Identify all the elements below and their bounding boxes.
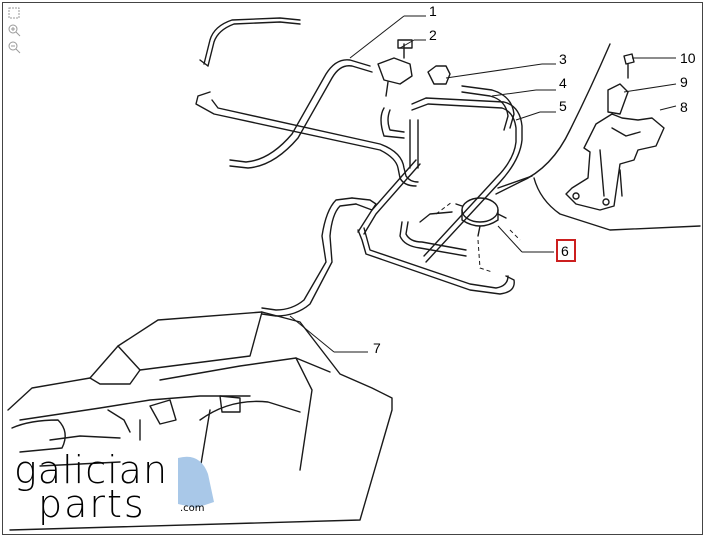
- hose-drawing: [7, 17, 701, 531]
- logo-accent-shape: [178, 456, 214, 508]
- hose-1: [229, 59, 371, 163]
- hose-main-long: [195, 91, 417, 187]
- callout-6[interactable]: 6: [561, 243, 569, 259]
- logo-line-1: galician: [14, 448, 169, 492]
- callout-10: 10: [680, 50, 696, 66]
- car-outline: [7, 311, 393, 531]
- hose-7: [261, 197, 353, 311]
- dashed-guides: [435, 201, 521, 273]
- galician-parts-logo: galician parts .com: [14, 448, 205, 526]
- callout-2: 2: [429, 27, 437, 43]
- pipe-4: [461, 91, 509, 131]
- zoom-toolbar: [6, 6, 26, 57]
- callout-4: 4: [559, 75, 567, 91]
- hose-top-left: [203, 17, 301, 65]
- clip-9: [607, 83, 629, 115]
- callout-8: 8: [680, 99, 688, 115]
- valve-2-body: [377, 57, 413, 85]
- leader-lines: [289, 15, 677, 353]
- logo-line-2: parts: [38, 482, 146, 526]
- callout-1: 1: [429, 3, 437, 19]
- callout-6-highlight: [556, 239, 576, 262]
- callout-3: 3: [559, 51, 567, 67]
- hose-lower-right: [357, 229, 515, 295]
- bracket-8: [565, 113, 665, 211]
- clip-3: [427, 65, 451, 85]
- callout-9: 9: [680, 74, 688, 90]
- t-connector: [409, 119, 419, 169]
- callout-5: 5: [559, 98, 567, 114]
- zoom-out-icon[interactable]: [6, 40, 22, 54]
- hose-top-left-inner: [207, 21, 301, 67]
- fit-screen-icon[interactable]: [6, 6, 22, 20]
- bolt-10: [623, 53, 635, 79]
- logo-domain: .com: [180, 503, 205, 514]
- body-panel-line: [495, 43, 611, 195]
- zoom-in-icon[interactable]: [6, 23, 22, 37]
- pipe-5: [411, 97, 523, 263]
- callout-7: 7: [373, 340, 381, 356]
- callout-labels: 1 2 3 4 5 6 7 8 9 10: [373, 3, 696, 356]
